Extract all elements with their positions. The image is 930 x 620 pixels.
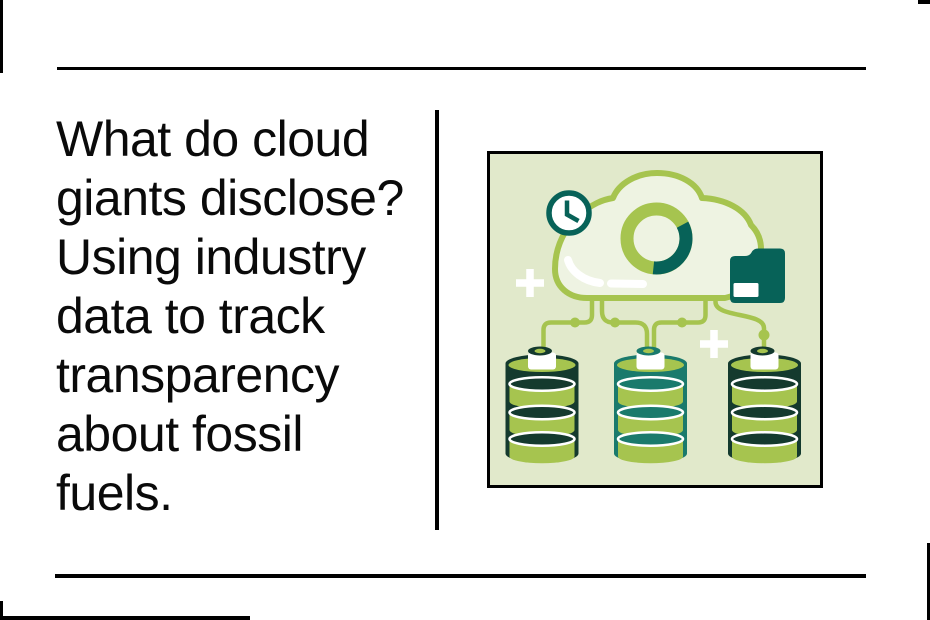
- database-cylinder-1: [505, 346, 579, 464]
- headline-line-4: data to track: [56, 288, 325, 344]
- clock-icon: [546, 190, 592, 236]
- illustration-svg: [487, 151, 823, 488]
- plus-icon: [516, 269, 544, 297]
- folder-icon: [730, 248, 785, 303]
- headline-line-1: What do cloud: [56, 111, 370, 167]
- node-dot: [758, 329, 770, 341]
- frame-mark-bottom-right: [927, 543, 930, 620]
- node-dot: [610, 317, 620, 328]
- vertical-divider: [435, 110, 439, 530]
- plus-icon: [700, 330, 728, 358]
- database-cylinder-3: [728, 346, 801, 464]
- headline-line-3: Using industry: [56, 229, 366, 285]
- node-dot: [677, 317, 687, 328]
- cloud-highlight: [564, 256, 604, 287]
- headline-line-5: transparency: [56, 347, 340, 403]
- headline-line-2: giants disclose?: [56, 170, 404, 226]
- cloud-highlight-dash: [607, 279, 647, 288]
- node-dot: [570, 317, 580, 328]
- headline: What do cloud giants disclose? Using ind…: [56, 110, 436, 523]
- frame-mark-bottom-left: [0, 616, 250, 620]
- connector-lines: [541, 297, 770, 348]
- frame-mark-bottom-left-tick: [0, 601, 3, 616]
- headline-line-6: about fossil: [56, 406, 303, 462]
- donut-chart-icon: [620, 202, 693, 275]
- frame-mark-top-left: [0, 0, 3, 73]
- headline-line-7: fuels.: [56, 465, 173, 521]
- database-cylinder-2: [614, 346, 687, 464]
- cloud-icon: [552, 170, 764, 301]
- frame-mark-top-right: [918, 0, 930, 4]
- top-rule: [57, 67, 866, 70]
- cloud-data-storage-illustration: [487, 151, 823, 488]
- bottom-rule: [55, 574, 866, 578]
